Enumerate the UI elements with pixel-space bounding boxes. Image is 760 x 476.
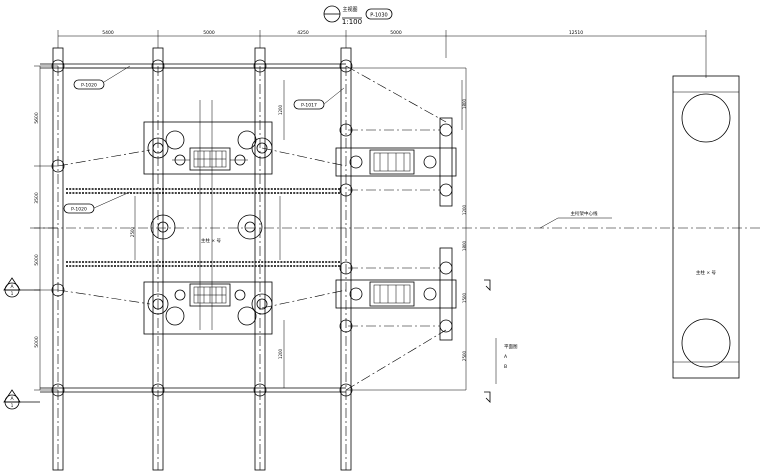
side-note-3: B (504, 364, 507, 370)
dim-top-2: 5000 (203, 30, 215, 36)
side-note: 平面图 A B (495, 338, 518, 384)
axis-lines (30, 65, 760, 470)
dim-inner-8: 2500 (462, 350, 467, 361)
column-nodes (51, 59, 453, 397)
edge-posts (439, 117, 453, 341)
dim-top-5: 12510 (569, 30, 583, 36)
center-block-label: 主柱 × 号 (201, 237, 222, 244)
lower-platform (143, 281, 273, 335)
side-note-1: 平面图 (504, 344, 518, 350)
dim-top-3: 4250 (297, 30, 309, 36)
tag-p1: P-1020 (73, 65, 131, 90)
dim-left-1: 5600 (34, 112, 40, 124)
right-block-label: 主柱 × 号 (696, 269, 717, 276)
upper-platform (143, 100, 273, 330)
section-top-letter: A (10, 284, 14, 290)
section-bottom-letter: A (10, 396, 14, 402)
dim-inner-1: 1200 (278, 104, 283, 115)
dim-inner-5: 1200 (462, 204, 467, 215)
dim-inner-7: 1500 (462, 292, 467, 303)
dim-inner-2: 1200 (278, 348, 283, 359)
section-marker-top: A 1 (3, 277, 40, 298)
tag-p2: P-1017 (293, 87, 345, 110)
section-bottom-sub: 1 (11, 403, 14, 408)
dim-left-4: 5000 (34, 336, 40, 348)
right-main-block: 主柱 × 号 (672, 75, 740, 379)
section-top-sub: 1 (11, 291, 14, 296)
dim-left-2: 3500 (34, 192, 40, 204)
right-lower-platform (335, 279, 457, 309)
tag-p3-label: P-1020 (71, 207, 87, 213)
tag-p1-label: P-1020 (81, 83, 97, 89)
dim-top-4: 5000 (390, 30, 402, 36)
dim-inner-6: 1800 (462, 240, 467, 251)
title-ref-tag: P-1030 (370, 13, 387, 19)
centerline-label: 主桁架中心线 (539, 210, 612, 229)
view-label: 主视图 (342, 6, 357, 13)
vertical-columns (52, 47, 352, 471)
section-marker-bottom: A 1 (3, 389, 40, 410)
section-arrows (484, 279, 491, 403)
dim-inner-3: 2500 (130, 226, 135, 237)
side-note-2: A (504, 354, 508, 360)
scale-label: 1:100 (342, 18, 362, 26)
dim-inner-4: 1800 (462, 98, 467, 109)
horizontal-beams (40, 63, 467, 393)
tag-p3: P-1020 (63, 191, 131, 214)
dim-top-1: 5400 (102, 30, 114, 36)
centerline-text: 主桁架中心线 (571, 210, 598, 217)
inner-dimensions: 1200 1200 2500 1800 1200 1800 1500 2500 (130, 80, 467, 388)
tag-p2-label: P-1017 (301, 103, 317, 109)
right-upper-platform (335, 147, 457, 177)
dimension-top: 5400 5000 4250 5000 12510 (57, 30, 707, 78)
dim-left-3: 5000 (34, 254, 40, 266)
center-structure: 主柱 × 号 (134, 196, 281, 260)
title-block: 主视图 1:100 P-1030 (323, 5, 393, 26)
